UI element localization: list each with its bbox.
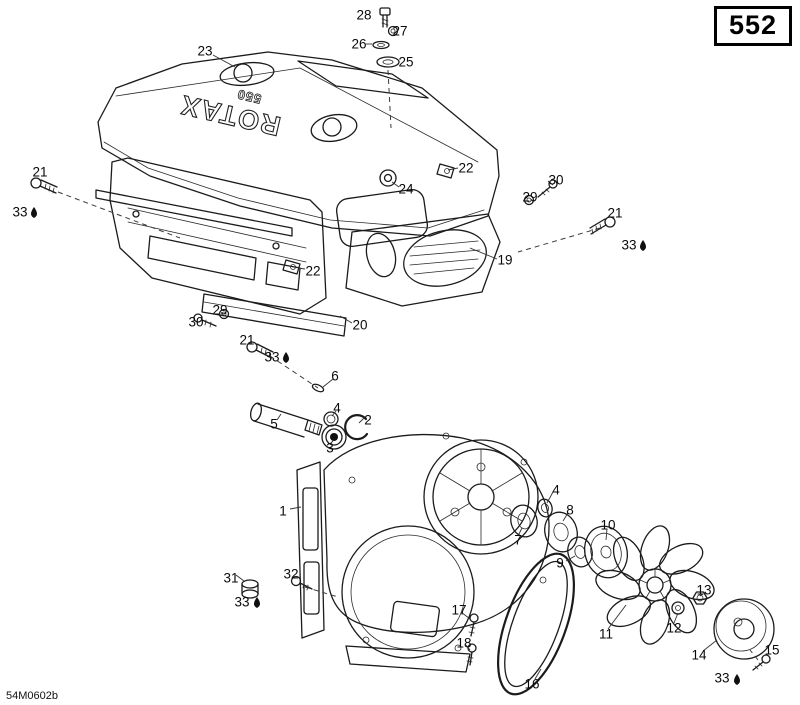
fan-housing (296, 432, 550, 673)
pin-6 (311, 383, 325, 393)
part-callout-21: 21 (32, 164, 48, 180)
screw-30-left (193, 313, 217, 328)
washer-27 (387, 25, 399, 37)
part-callout-28: 28 (356, 7, 372, 23)
part-callout-11: 11 (598, 626, 614, 642)
part-callout-30: 30 (188, 314, 204, 330)
part-callout-32: 32 (283, 566, 299, 582)
screw-30-right (537, 179, 558, 198)
part-callout-25: 25 (398, 54, 414, 70)
part-callout-16: 16 (524, 676, 540, 692)
lower-console (95, 157, 347, 337)
pulley-stack (510, 498, 629, 579)
part-callout-22: 22 (305, 263, 321, 279)
loctite-drop-33a (30, 207, 38, 218)
model-badge: 552 (713, 6, 792, 46)
clip-22-lower (282, 259, 301, 275)
leader-lines (212, 43, 718, 680)
washer-29-right (523, 194, 535, 206)
washer-26 (372, 40, 390, 50)
bolt-21-lower (246, 341, 274, 359)
part-callout-33: 33 (714, 670, 730, 686)
bolt-28 (379, 7, 391, 28)
part-callout-3: 3 (326, 440, 334, 456)
snap-ring-2 (344, 414, 369, 441)
part-callout-15: 15 (764, 642, 780, 658)
bolt-21-right (589, 216, 616, 235)
clip-22-upper (436, 163, 455, 179)
part-callout-33: 33 (621, 237, 637, 253)
bolt-21-left (30, 177, 58, 194)
part-callout-30: 30 (548, 172, 564, 188)
bolt-17 (468, 613, 479, 637)
side-pan (345, 213, 501, 307)
part-callout-33: 33 (264, 349, 280, 365)
shroud-model-text: 550 (235, 87, 262, 107)
part-callout-20: 20 (352, 317, 368, 333)
part-callout-26: 26 (351, 36, 367, 52)
fan-wheel (595, 525, 715, 645)
part-callout-29: 29 (212, 302, 228, 318)
part-callout-10: 10 (600, 517, 616, 533)
nut-13 (692, 591, 708, 605)
part-callout-29: 29 (522, 189, 538, 205)
part-callout-24: 24 (398, 181, 414, 197)
part-callout-6: 6 (331, 368, 339, 384)
part-callout-9: 9 (556, 555, 564, 571)
part-callout-23: 23 (197, 43, 213, 59)
part-callout-21: 21 (239, 332, 255, 348)
part-callout-33: 33 (234, 594, 250, 610)
cap-14 (713, 598, 775, 660)
part-callout-4: 4 (333, 400, 341, 416)
part-callout-13: 13 (696, 582, 712, 598)
drive-belt (497, 552, 575, 696)
loctite-drop-33d (733, 674, 741, 685)
part-callout-18: 18 (456, 635, 472, 651)
part-callout-33: 33 (12, 204, 28, 220)
shaft-5 (249, 402, 323, 438)
loctite-drop-33b (639, 240, 647, 251)
washer-29-left (218, 308, 230, 320)
part-callout-14: 14 (691, 647, 707, 663)
part-callout-17: 17 (451, 602, 467, 618)
bushing-31 (241, 579, 259, 599)
part-callout-2: 2 (364, 412, 372, 428)
loctite-drop-33c (282, 352, 290, 363)
part-callout-5: 5 (270, 416, 278, 432)
part-callout-4: 4 (552, 482, 560, 498)
part-callout-31: 31 (223, 570, 239, 586)
part-callout-21: 21 (607, 205, 623, 221)
loctite-drop-33e (253, 597, 261, 608)
bearing-3 (321, 424, 347, 450)
part-callout-7: 7 (514, 532, 522, 548)
washer-25 (376, 56, 400, 68)
part-callout-8: 8 (566, 502, 574, 518)
part-callout-1: 1 (279, 503, 287, 519)
part-callout-27: 27 (392, 23, 408, 39)
part-callout-12: 12 (666, 620, 682, 636)
part-callout-22: 22 (458, 160, 474, 176)
bolt-15 (752, 654, 771, 671)
part-callout-19: 19 (497, 252, 513, 268)
document-code: 54M0602b (6, 690, 58, 702)
